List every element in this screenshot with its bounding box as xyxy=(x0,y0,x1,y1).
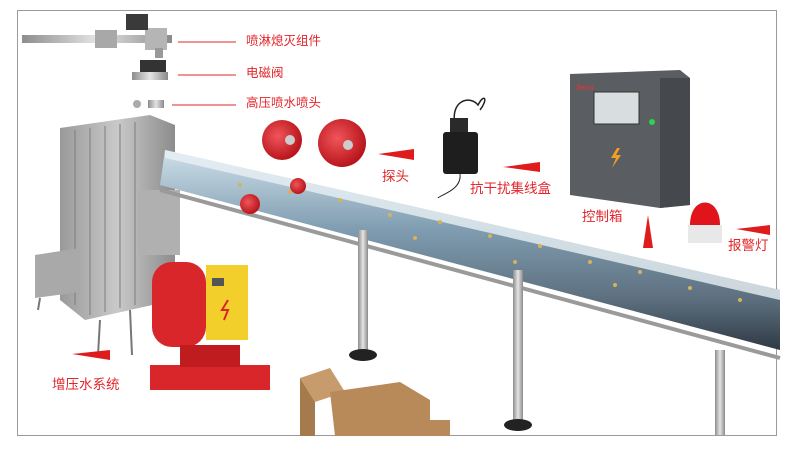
cardboard-boxes xyxy=(300,368,450,436)
booster-pump-image xyxy=(150,262,270,390)
sprinkler-assembly-image xyxy=(22,14,172,58)
nozzle-image xyxy=(133,100,164,108)
label-sprinkler-assembly: 喷淋熄灭组件 xyxy=(246,33,322,48)
junction-box-image xyxy=(437,97,486,199)
label-solenoid-valve: 电磁阀 xyxy=(246,65,284,80)
svg-text:Jieco: Jieco xyxy=(575,83,594,92)
pointer-arrows xyxy=(72,149,770,360)
probe-images xyxy=(240,119,366,214)
label-alarm-light: 报警灯 xyxy=(728,238,769,254)
solenoid-valve-image xyxy=(132,60,168,80)
label-nozzle: 高压喷水喷头 xyxy=(246,95,322,110)
duct-supports xyxy=(349,230,725,435)
control-box-image: Jieco xyxy=(570,70,690,208)
conveyor-duct xyxy=(159,150,781,360)
alarm-light-image xyxy=(688,202,722,243)
label-control-box: 控制箱 xyxy=(582,209,623,225)
label-junction-box: 抗干扰集线盒 xyxy=(470,181,551,197)
label-booster-system: 增压水系统 xyxy=(52,377,120,393)
dust-collector-tower xyxy=(35,115,180,356)
label-probe: 探头 xyxy=(382,169,409,185)
